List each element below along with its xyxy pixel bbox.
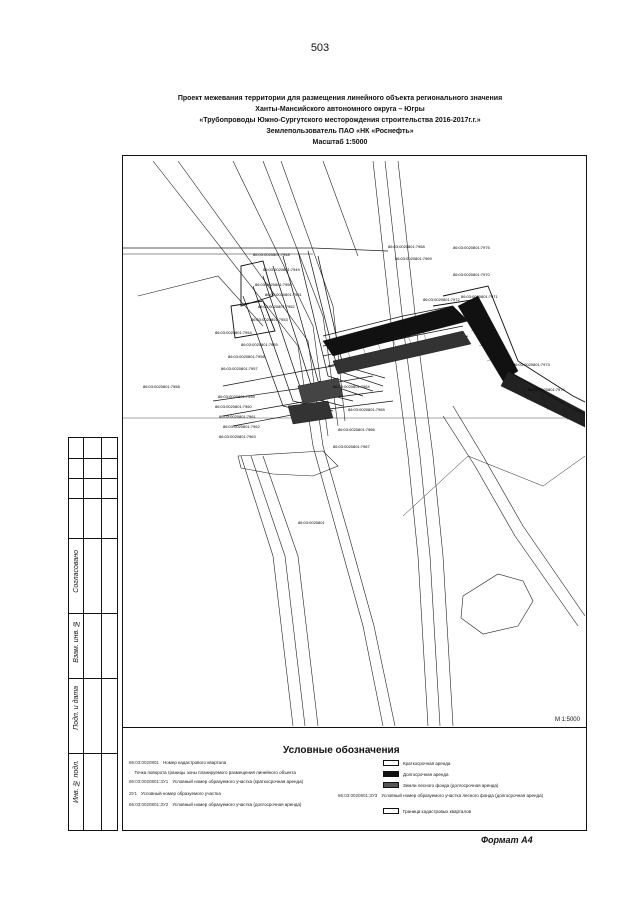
legend-item: ЗУ1 Условный номер образуемого участка xyxy=(129,791,221,796)
legend-key: ЗУ1 xyxy=(129,791,138,796)
parcel-label: 86:03:0020801:7956 xyxy=(228,354,265,359)
legend-text: Номер кадастрового квартала xyxy=(163,760,227,765)
parcel-label: 86:03:0020801:7965 xyxy=(348,407,385,412)
turning-point-icon: · xyxy=(129,770,131,775)
legend-item: Земли лесного фонда (долгосрочная аренда… xyxy=(383,782,498,788)
parcel-label: 86:03:0020801:7959 xyxy=(218,394,255,399)
parcel-label: 86:03:0020801:7952 xyxy=(258,304,295,309)
parcel-label: 86:03:0020801:7954 xyxy=(215,330,252,335)
parcel-label: 86:03:0020801:7949 xyxy=(263,267,300,272)
parcel-label: 86:03:0020801:7960 xyxy=(215,404,252,409)
parcel-label: 86:03:0020801:7971 xyxy=(461,294,498,299)
parcel-label: 86:03:0020801:7964 xyxy=(333,384,370,389)
title-block: Проект межевания территории для размещен… xyxy=(175,93,505,148)
title-line-3: «Трубопроводы Южно-Сургутского месторожд… xyxy=(199,117,481,124)
parcel-label: 86:03:0020801:7966 xyxy=(338,427,375,432)
legend-text: Условный номер образуемого участка лесно… xyxy=(381,793,544,798)
parcel-label: 86:03:0020801:7970 xyxy=(453,272,490,277)
stamp-agreed: Согласовано xyxy=(73,550,80,593)
parcel-label: 86:03:0020801:7969 xyxy=(395,256,432,261)
legend: Условные обозначения 86:03:0020801 Номер… xyxy=(122,728,587,831)
legend-title: Условные обозначения xyxy=(283,745,400,756)
legend-text: Долгосрочная аренда xyxy=(403,771,449,777)
legend-item: 86:03:0020801:ЗУ1 Условный номер образуе… xyxy=(129,779,303,784)
map-canvas: 86:03:0020801 86:03:0020801:7948 86:03:0… xyxy=(123,160,585,726)
short-term-lease-areas xyxy=(230,260,585,415)
parcel-label: 86:03:0020801:7963 xyxy=(219,434,256,439)
legend-text: Граница кадастровых кварталов xyxy=(403,808,471,814)
stamp-inv-orig: Инв. № подл. xyxy=(73,760,80,803)
parcel-label: 86:03:0020801:7961 xyxy=(219,414,256,419)
legend-item: Краткосрочная аренда xyxy=(383,760,450,766)
legend-text: Земли лесного фонда (долгосрочная аренда… xyxy=(403,782,499,788)
legend-item: · Точка поворота границы зоны планируемо… xyxy=(129,770,296,775)
legend-text: Условный номер образуемого участка (долг… xyxy=(172,802,302,807)
title-line-4: Землепользователь ПАО «НК «Роснефть» xyxy=(266,128,414,135)
legend-key: 86:03:0020801:ЗУ2 xyxy=(129,802,169,807)
parcel-label: 86:03:0020801:7958 xyxy=(143,384,180,389)
stamp-sign-date: Подп. и дата xyxy=(73,686,80,730)
legend-text: Краткосрочная аренда xyxy=(403,760,451,766)
legend-text: Точка поворота границы зоны планируемого… xyxy=(134,770,296,775)
parcel-label: 86:03:0020801:7957 xyxy=(221,366,258,371)
map-frame: 86:03:0020801 86:03:0020801:7948 86:03:0… xyxy=(122,155,587,728)
legend-item: 86:03:0020801:ЗУ2 Условный номер образуе… xyxy=(129,802,301,807)
bundle-hatching xyxy=(342,310,569,421)
parcel-label: 86:03:0020801:7975 xyxy=(453,245,490,250)
stamp-block: Согласовано Взам. инв. № Подп. и дата Ин… xyxy=(68,437,118,831)
legend-text: Условный номер образуемого участка xyxy=(141,791,221,796)
legend-key: 86:03:0020801:ЗУ3 xyxy=(338,793,378,798)
existing-corridors xyxy=(123,160,585,726)
scale-mark: М 1:5000 xyxy=(554,717,580,723)
parcel-label: 86:03:0020801:7973 xyxy=(513,362,550,367)
legend-text: Условный номер образуемого участка (крат… xyxy=(172,779,304,784)
legend-key: 86:03:0020801 xyxy=(129,760,160,765)
legend-item: 86:03:0020801 Номер кадастрового квартал… xyxy=(129,760,226,765)
parcel-label: 86:03:0020801:7955 xyxy=(241,342,278,347)
legend-swatch xyxy=(383,760,399,766)
title-line-1: Проект межевания территории для размещен… xyxy=(177,95,503,102)
parcel-label: 86:03:0020801:7968 xyxy=(388,244,425,249)
legend-swatch xyxy=(383,771,399,777)
parcel-label: 86:03:0020801:7951 xyxy=(265,292,302,297)
parcel-label: 86:03:0020801:7953 xyxy=(251,317,288,322)
parcel-label: 86:03:0020801:7967 xyxy=(333,444,370,449)
legend-item: Долгосрочная аренда xyxy=(383,771,448,777)
legend-key: 86:03:0020801:ЗУ1 xyxy=(129,779,169,784)
page-number: 503 xyxy=(310,42,330,54)
legend-swatch xyxy=(383,808,399,814)
format-mark: Формат А4 xyxy=(481,835,533,845)
parcel-labels: 86:03:0020801:7948 86:03:0020801:7949 86… xyxy=(143,244,565,449)
pad-area xyxy=(237,450,339,477)
parcel-label: 86:03:0020801:7948 xyxy=(253,252,290,257)
quarter-label: 86:03:0020801 xyxy=(298,520,325,525)
legend-item: 86:03:0020801:ЗУ3 Условный номер образуе… xyxy=(338,793,543,798)
legend-item: Граница кадастровых кварталов xyxy=(383,808,471,814)
territory-outline xyxy=(460,573,534,635)
title-line-5: Масштаб 1:5000 xyxy=(312,139,368,146)
parcel-label: 86:03:0020801:7950 xyxy=(255,282,292,287)
parcel-label: 86:03:0020801:7972 xyxy=(423,297,460,302)
stamp-inv-replace: Взам. инв. № xyxy=(73,620,80,663)
parcel-label: 86:03:0020801:7962 xyxy=(223,424,260,429)
parcel-label: 86:03:0020801:7974 xyxy=(528,387,565,392)
title-line-2: Ханты-Мансийского автономного округа – Ю… xyxy=(255,106,425,113)
legend-swatch xyxy=(383,782,399,788)
